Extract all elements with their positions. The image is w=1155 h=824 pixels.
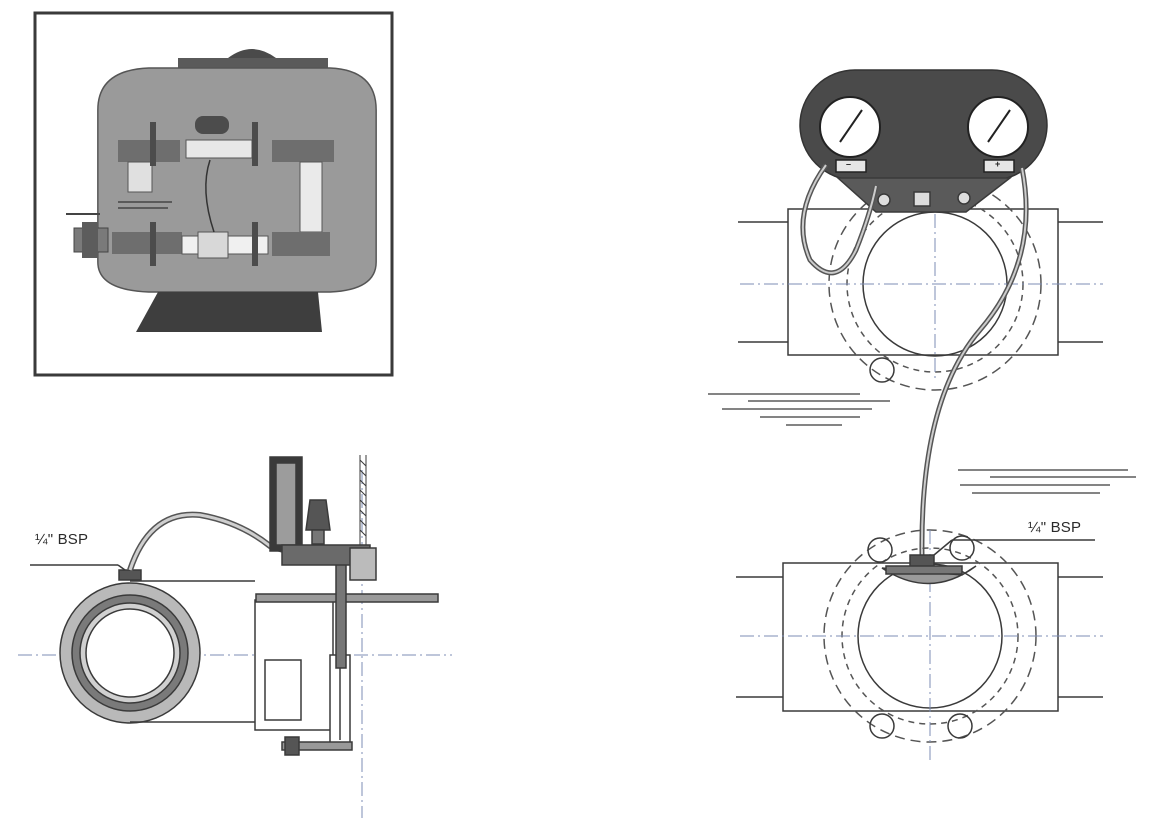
bsp-tapping-fitting-right (909, 554, 935, 568)
lower-bolt-hole-bottom-right (947, 713, 973, 739)
pipe-bore (85, 608, 175, 698)
dual-gauge-panel (799, 69, 1048, 213)
upper-pipe-body (787, 208, 1059, 356)
gauge-plus-label: + (995, 159, 1001, 169)
gauge-tag-minus (835, 159, 867, 173)
lower-bolt-hole-top-left (867, 537, 893, 563)
lower-bolt-hole-bottom-left (869, 713, 895, 739)
filter-base (136, 292, 322, 332)
flange-recess (264, 659, 302, 721)
bsp-label-left: ¼" BSP (35, 531, 89, 548)
sand-filter-illustration (33, 11, 394, 377)
gauge-minus-label: – (846, 159, 852, 169)
filter-top-collar (178, 58, 328, 70)
lower-pipe-body (782, 562, 1059, 712)
lower-bolt-hole-top-right (949, 535, 975, 561)
filter-internal-pipework (112, 116, 334, 266)
mounting-slab (255, 593, 439, 603)
bottom-bolt-bar (281, 741, 353, 751)
side-section-drawing (18, 455, 452, 818)
gauge-needle-left (839, 109, 863, 143)
side-nut (349, 547, 377, 581)
upper-bolt-hole (869, 357, 895, 383)
gauge-needle-right (987, 109, 1011, 143)
plan-view-drawing (708, 69, 1136, 760)
lower-pipe-section (736, 529, 1103, 760)
bsp-tapping-fitting-left (118, 569, 142, 581)
gauge-tag-plus (983, 159, 1015, 173)
bsp-right-leader (933, 539, 953, 556)
bsp-label-right: ¼" BSP (1028, 519, 1082, 536)
threaded-rod (335, 547, 347, 669)
filter-side-valve (66, 213, 109, 258)
bottom-nut (284, 736, 300, 756)
gauge-valve (305, 499, 331, 531)
water-level-hatching-left (708, 393, 890, 426)
filter-lid (228, 49, 276, 58)
water-level-hatching-right (958, 469, 1136, 494)
